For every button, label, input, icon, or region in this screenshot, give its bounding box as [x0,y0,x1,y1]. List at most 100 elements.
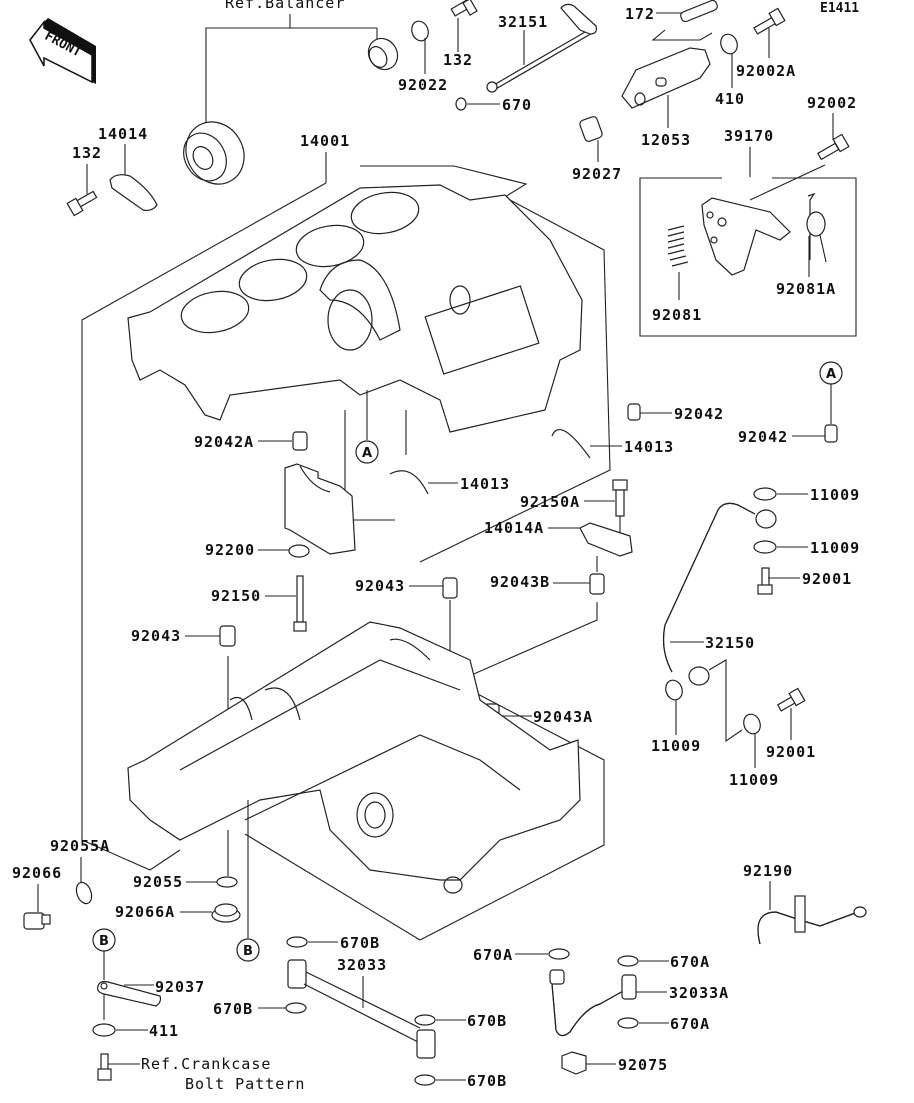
dowel-icon [292,431,308,451]
callout-a-label: A [826,367,836,382]
dowel-icon [589,573,605,595]
o-ring-icon [75,881,93,905]
bolt-icon [776,687,806,712]
part-label-92055: 92055 [133,873,183,891]
part-label-670B-mid: 670B [467,1012,507,1030]
part-label-92055A: 92055A [50,837,110,855]
pipe-holder-icon [561,1051,587,1075]
part-label-92081: 92081 [652,306,702,324]
part-label-92027: 92027 [572,165,622,183]
part-label-670A-left: 670A [473,946,513,964]
part-label-132-left: 132 [72,144,102,162]
part-label-670A-top: 670A [670,953,710,971]
dowel-icon [824,424,838,443]
ref-crankcase-label: Ref.Crankcase [141,1055,271,1073]
part-label-92081A: 92081A [776,280,836,298]
washer-icon [665,679,683,701]
oil-pipe-icon [549,969,637,1037]
part-label-92042A: 92042A [194,433,254,451]
o-ring-icon [414,1014,436,1026]
breather-hose-icon [757,895,867,945]
part-label-92001-b: 92001 [766,743,816,761]
part-label-32033A: 32033A [669,984,729,1002]
dowel-icon [442,577,458,599]
washer-icon [288,544,310,558]
o-ring-icon [617,1017,639,1029]
tensioner-icon [701,197,791,276]
bolt-icon [612,479,628,517]
part-label-12053: 12053 [641,131,691,149]
part-label-92043B: 92043B [490,573,550,591]
part-label-32151: 32151 [498,13,548,31]
sleeve-icon [579,116,603,142]
needle-bearing-icon [367,37,399,71]
part-label-92190: 92190 [743,862,793,880]
plate-icon [109,174,158,212]
upper-crankcase-icon [127,184,583,433]
part-label-92042-mid: 92042 [674,405,724,423]
washer-icon [743,713,761,735]
part-label-92150: 92150 [211,587,261,605]
part-label-39170: 39170 [724,127,774,145]
bolt-icon [97,1053,112,1081]
callout-b-marker: B [236,938,260,962]
part-label-92150A: 92150A [520,493,580,511]
part-label-14014A: 14014A [484,519,544,537]
ref-balancer-label: Ref.Balancer [225,0,345,12]
part-label-92037: 92037 [155,978,205,996]
part-label-92066A: 92066A [115,903,175,921]
washer-icon [753,487,777,501]
part-label-92043-left: 92043 [131,627,181,645]
o-ring-icon [617,955,639,967]
bearing-cap-icon [284,463,356,555]
o-ring-icon [455,97,467,111]
part-label-670B-bottom: 670B [467,1072,507,1090]
part-label-11009-c: 11009 [651,737,701,755]
spring-icon [667,225,689,300]
part-label-670: 670 [502,96,532,114]
front-arrow-icon: FRONT [29,18,96,84]
bolt-icon [757,567,773,595]
bracket-icon [579,522,633,557]
part-label-32150: 32150 [705,634,755,652]
callout-a-marker: A [819,361,843,385]
oil-pipe-icon [662,502,777,686]
part-label-92200: 92200 [205,541,255,559]
callout-b-label: B [243,944,253,959]
part-label-92043-mid: 92043 [355,577,405,595]
washer-icon [753,540,777,554]
part-label-670A-bottom: 670A [670,1015,710,1033]
part-label-92075: 92075 [618,1056,668,1074]
washer-icon [720,33,738,55]
bolt-icon [753,7,786,35]
bolt-icon [817,133,850,161]
figure-code: E1411 [820,1,859,16]
cap-plug-icon [211,903,241,923]
part-label-92066: 92066 [12,864,62,882]
part-label-32033: 32033 [337,956,387,974]
ground-strap-icon [97,980,162,1007]
part-label-172: 172 [625,5,655,23]
part-label-92001-a: 92001 [802,570,852,588]
part-label-132-top: 132 [443,51,473,69]
callout-a-marker: A [355,440,379,464]
part-label-14013-right: 14013 [624,438,674,456]
bearing-shell-icon [389,470,429,495]
part-label-14014: 14014 [98,125,148,143]
part-label-411: 411 [149,1022,179,1040]
callout-b-label: B [99,934,109,949]
bearing-shell-icon [551,429,591,459]
o-ring-icon [216,876,238,888]
part-label-11009-d: 11009 [729,771,779,789]
part-label-670B-top: 670B [340,934,380,952]
bolt-icon [450,0,478,17]
pin-icon [680,0,718,23]
part-label-92043A: 92043A [533,708,593,726]
o-ring-icon [285,1002,307,1014]
dowel-icon [627,403,641,421]
dowel-icon [219,625,236,647]
part-label-92042-right: 92042 [738,428,788,446]
chain-guide-icon [621,47,711,109]
o-ring-icon [286,936,308,948]
